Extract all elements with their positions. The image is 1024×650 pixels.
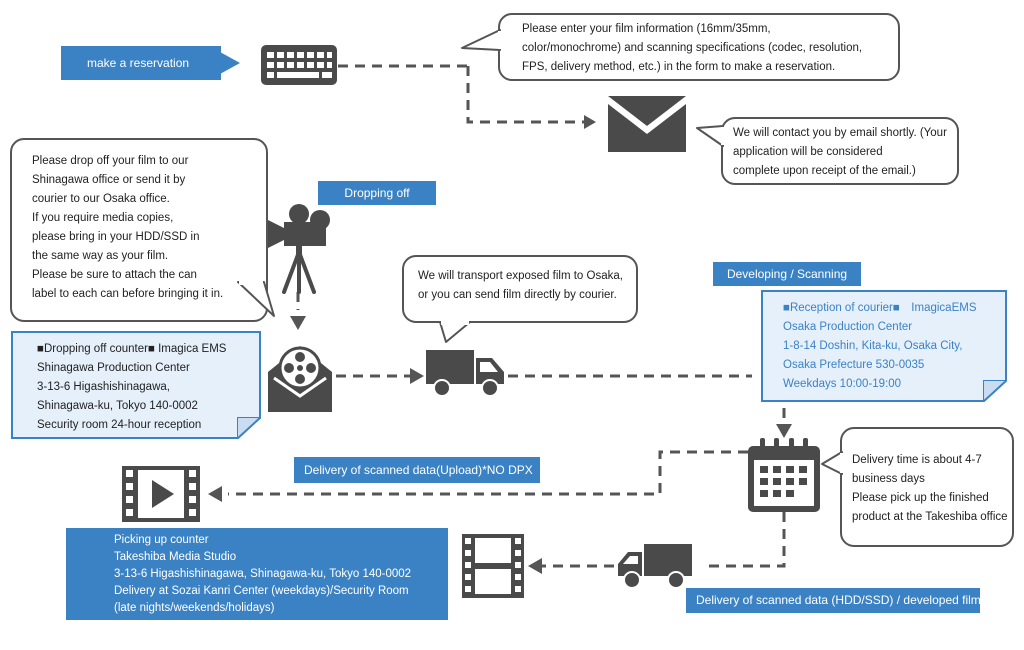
label-arrow-icon bbox=[220, 52, 240, 74]
truck-icon bbox=[618, 544, 692, 589]
keyboard-icon bbox=[261, 45, 337, 85]
arrowhead-email bbox=[584, 115, 596, 129]
note-line: Shinagawa Production Center bbox=[37, 362, 190, 374]
connector-keyboard-to-email bbox=[466, 66, 590, 124]
bubble-line: label to each can before bringing it in. bbox=[32, 288, 224, 300]
bubble-reservation-info: Please enter your film information (16mm… bbox=[498, 13, 900, 81]
pickup-line: Delivery at Sozai Kanri Center (weekdays… bbox=[114, 585, 409, 597]
film-strip-icon bbox=[462, 534, 524, 598]
bubble-line: product at the Takeshiba office bbox=[852, 511, 1008, 523]
bubble-line: Please pick up the finished bbox=[852, 492, 989, 504]
note-fold bbox=[237, 417, 261, 439]
truck-icon bbox=[426, 350, 504, 397]
bubble-line: courier to our Osaka office. bbox=[32, 193, 170, 205]
arrowhead-calendar bbox=[776, 424, 792, 438]
bubble-line: Please enter your film information (16mm… bbox=[522, 23, 771, 35]
bubble-transport-info: We will transport exposed film to Osaka,… bbox=[402, 255, 638, 323]
bubble-line: Please be sure to attach the can bbox=[32, 269, 197, 281]
bubble-line: business days bbox=[852, 473, 925, 485]
note-line: ■Dropping off counter■ Imagica EMS bbox=[37, 343, 227, 355]
bubble-line: Delivery time is about 4-7 bbox=[852, 454, 982, 466]
bubble-tail bbox=[237, 281, 275, 317]
bubble-line: color/monochrome) and scanning specifica… bbox=[522, 42, 863, 54]
note-line: Osaka Production Center bbox=[783, 321, 913, 333]
pickup-counter-box: Picking up counter Takeshiba Media Studi… bbox=[66, 528, 448, 620]
note-line: Security room 24-hour reception bbox=[37, 419, 202, 431]
connector-calendar-to-upload bbox=[228, 450, 748, 496]
note-fold bbox=[983, 380, 1007, 402]
note-osaka-reception: ■Reception of courier■ ImagicaEMS Osaka … bbox=[761, 290, 1007, 402]
label-developing-scanning: Developing / Scanning bbox=[713, 262, 861, 286]
bubble-tail bbox=[439, 321, 471, 343]
arrowhead-filmstrip bbox=[528, 558, 542, 574]
note-line: 3-13-6 Higashishinagawa, bbox=[37, 381, 170, 393]
film-camera-icon bbox=[268, 204, 330, 294]
pickup-line: 3-13-6 Higashishinagawa, Shinagawa-ku, T… bbox=[114, 568, 412, 580]
bubble-line: FPS, delivery method, etc.) in the form … bbox=[522, 61, 836, 73]
bubble-line: We will contact you by email shortly. (Y… bbox=[733, 127, 947, 139]
arrowhead-reel bbox=[290, 316, 306, 330]
bubble-line: the same way as your film. bbox=[32, 250, 169, 262]
note-shinagawa-counter: ■Dropping off counter■ Imagica EMS Shina… bbox=[11, 331, 261, 439]
bubble-tail bbox=[461, 29, 502, 51]
video-play-icon bbox=[122, 466, 200, 522]
bubble-line: We will transport exposed film to Osaka, bbox=[418, 270, 623, 282]
bubble-line: Please drop off your film to our bbox=[32, 155, 189, 167]
bubble-line: If you require media copies, bbox=[32, 212, 174, 224]
bubble-tail bbox=[821, 451, 844, 475]
bubble-line: complete upon receipt of the email.) bbox=[733, 165, 916, 177]
bubble-line: Shinagawa office or send it by bbox=[32, 174, 186, 186]
bubble-line: application will be considered bbox=[733, 146, 883, 158]
pickup-line: Takeshiba Media Studio bbox=[114, 551, 237, 563]
label-dropping-off: Dropping off bbox=[318, 181, 436, 205]
label-make-reservation: make a reservation bbox=[61, 46, 221, 80]
film-reel-envelope-icon bbox=[268, 346, 332, 412]
arrowhead-truck bbox=[410, 368, 424, 384]
bubble-dropoff-info: Please drop off your film to our Shinaga… bbox=[10, 138, 268, 322]
pickup-line: (late nights/weekends/holidays) bbox=[114, 602, 275, 614]
envelope-icon bbox=[608, 96, 686, 152]
note-line: Shinagawa-ku, Tokyo 140-0002 bbox=[37, 400, 198, 412]
note-line: 1-8-14 Doshin, Kita-ku, Osaka City, bbox=[783, 340, 963, 352]
bubble-line: please bring in your HDD/SSD in bbox=[32, 231, 200, 243]
bubble-tail bbox=[696, 125, 725, 147]
label-delivery-upload: Delivery of scanned data(Upload)*NO DPX bbox=[294, 457, 540, 483]
arrowhead-video bbox=[208, 486, 222, 502]
bubble-email-contact: We will contact you by email shortly. (Y… bbox=[721, 117, 959, 185]
connector-calendar-to-truck bbox=[702, 512, 786, 568]
pickup-line: Picking up counter bbox=[114, 534, 209, 546]
bubble-delivery-time: Delivery time is about 4-7 business days… bbox=[840, 427, 1014, 547]
label-delivery-hdd: Delivery of scanned data (HDD/SSD) / dev… bbox=[686, 588, 981, 613]
bubble-line: or you can send film directly by courier… bbox=[418, 289, 617, 301]
note-line: ■Reception of courier■ ImagicaEMS bbox=[783, 302, 977, 314]
note-line: Weekdays 10:00-19:00 bbox=[783, 378, 902, 390]
calendar-icon bbox=[748, 438, 820, 512]
note-line: Osaka Prefecture 530-0035 bbox=[783, 359, 925, 371]
